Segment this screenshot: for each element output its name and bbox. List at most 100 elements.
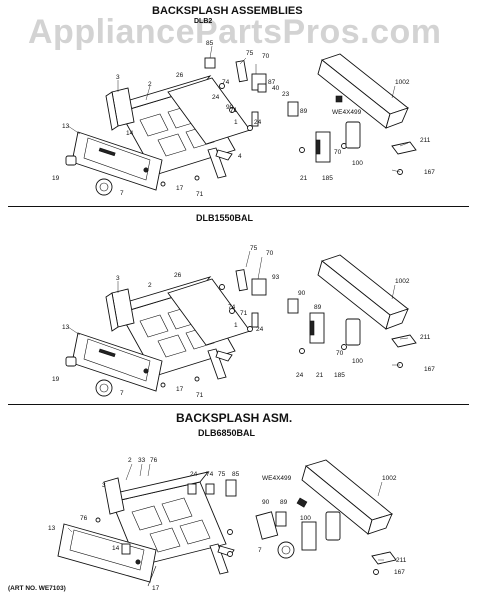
part-label: 76 [80,515,88,522]
part-label: 74 [206,471,214,478]
control-panel-13 [71,131,163,191]
part-label: 89 [280,499,288,506]
section-c-drawing: 2 33 76 24 74 75 85 WE4X499 1002 3 90 89… [48,457,407,592]
part-label: 74 [222,79,230,86]
part-label: 90 [298,290,306,297]
knob-19 [65,356,77,367]
section-c-title: BACKSPLASH ASM. [176,411,293,425]
part-label: 2 [148,81,152,88]
bracket-4 [207,147,233,179]
part-label: 70 [336,350,344,357]
section-c-model: DLB6850BAL [198,428,256,438]
section-divider [8,206,469,207]
part-label: 85 [232,471,240,478]
part-label: 7 [258,547,262,554]
part-label: 26 [174,272,182,279]
section-divider [8,404,469,405]
section-a-part-labels: 85 75 70 87 40 3 2 26 74 24 90 23 89 100… [52,40,435,198]
part-label: 33 [138,457,146,464]
part-label: 167 [424,366,435,373]
part-label: 211 [420,334,431,341]
part-label: 90 [262,499,270,506]
knob-7 [277,541,295,559]
backsplash-1002 [317,53,409,129]
part-label: 76 [150,457,158,464]
part-label: 4 [238,153,242,160]
knob-19 [65,155,77,166]
part-label: 185 [334,372,345,379]
part-label: 24 [190,471,198,478]
part-label: 211 [420,137,431,144]
section-b-model: DLB1550BAL [196,213,254,223]
part-label: 3 [116,74,120,81]
small-parts [95,479,397,587]
control-panel-13 [57,523,157,583]
part-label: 17 [152,585,160,592]
part-label: 7 [120,390,124,397]
part-label: 24 [296,372,304,379]
part-label: 75 [250,245,258,252]
part-label: 13 [48,525,56,532]
part-label: 100 [352,358,363,365]
section-a-title: BACKSPLASH ASSEMBLIES [152,5,303,17]
part-label: 1002 [395,79,410,86]
part-label: 211 [396,557,407,564]
knob-7 [95,379,113,397]
part-label: 2 [148,282,152,289]
part-label: 13 [62,123,70,130]
part-label: 13 [62,324,70,331]
part-label: 71 [230,107,238,114]
part-label: 17 [176,386,184,393]
part-label: 70 [334,149,342,156]
end-cap-3 [105,288,135,332]
part-label: 14 [112,545,120,552]
small-parts [160,57,417,187]
part-label: 87 [268,79,276,86]
part-label: 70 [266,250,274,257]
control-panel-13 [71,332,163,392]
section-a-model: DLB2 [194,18,213,25]
part-label: 75 [246,50,254,57]
small-parts [160,269,417,388]
part-label: 70 [262,53,270,60]
part-label: 14 [126,130,134,137]
knob-7 [95,178,113,196]
part-label: 89 [314,304,322,311]
part-label: 21 [300,175,308,182]
part-label: 24 [254,119,262,126]
part-label: 100 [300,515,311,522]
backsplash-1002 [317,254,409,330]
section-b-drawing: 75 70 93 26 1002 3 2 74 71 90 89 13 24 2… [52,245,435,399]
part-label: 3 [102,482,106,489]
part-label: 71 [240,310,248,317]
part-label: 19 [52,175,60,182]
part-label: 24 [212,94,220,101]
section-b-part-labels: 75 70 93 26 1002 3 2 74 71 90 89 13 24 2… [52,245,435,399]
section-c-part-labels: 2 33 76 24 74 75 85 WE4X499 1002 3 90 89… [48,457,407,592]
part-label: 2 [128,457,132,464]
part-label: 167 [394,569,405,576]
backsplash-1002 [301,459,393,535]
part-label: 17 [176,185,184,192]
part-label: 85 [206,40,214,47]
bracket-4 [207,348,233,380]
part-label: 1 [234,322,238,329]
part-label: 167 [424,169,435,176]
section-a-drawing: 85 75 70 87 40 3 2 26 74 24 90 23 89 100… [52,40,435,198]
part-label: 90 [226,104,234,111]
part-label: 19 [52,376,60,383]
part-label: 3 [116,275,120,282]
part-label: 21 [316,372,324,379]
part-label: 75 [218,471,226,478]
part-label: 89 [300,108,308,115]
part-label: 74 [228,304,236,311]
part-label: 24 [256,326,264,333]
part-label: 100 [352,160,363,167]
bracket-4 [209,543,235,575]
end-cap-3 [105,87,135,131]
part-label: 26 [176,72,184,79]
part-label: WE4X499 [262,475,292,482]
part-label: 7 [120,190,124,197]
art-number: (ART NO. WE7103) [8,585,66,592]
